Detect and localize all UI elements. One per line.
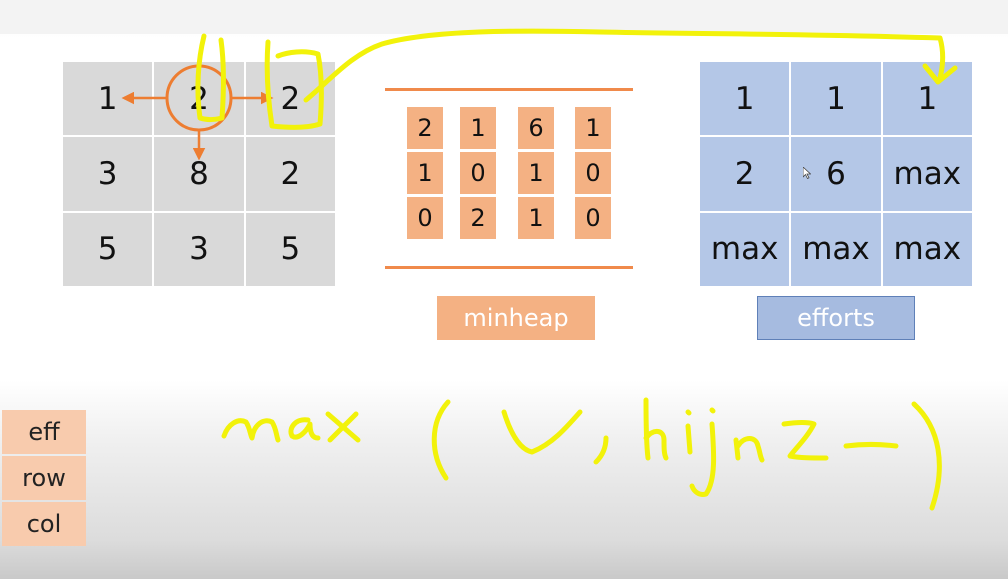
grid-cell: 5 [63, 212, 153, 286]
input-grid: 1 2 2 3 8 2 5 3 5 [63, 62, 335, 286]
legend-row: row [2, 456, 86, 500]
heap-entry: 1 0 0 [575, 107, 611, 239]
heap-cell-col: 0 [407, 197, 443, 239]
efforts-cell: 2 [700, 137, 790, 211]
efforts-grid: 1 1 1 2 6 max max max max [700, 62, 972, 286]
efforts-cell: 1 [700, 62, 790, 136]
handwriting-open-paren [431, 399, 451, 481]
top-band [0, 0, 1008, 34]
handwriting-comma [593, 435, 609, 465]
heap-cell-eff: 6 [518, 107, 554, 149]
heap-cell-eff: 2 [407, 107, 443, 149]
grid-cell: 3 [63, 137, 153, 211]
minheap-label: minheap [437, 296, 595, 340]
heap-cell-eff: 1 [460, 107, 496, 149]
heap-cell-row: 0 [460, 152, 496, 194]
grid-cell: 3 [154, 212, 244, 286]
legend-col: col [2, 502, 86, 546]
marker-curve-to-efforts [303, 28, 946, 103]
heap-entry-legend: eff row col [2, 410, 86, 546]
heap-cell-row: 0 [575, 152, 611, 194]
heap-entry: 6 1 1 [518, 107, 554, 239]
handwriting-i [685, 409, 693, 455]
handwriting-z [781, 420, 829, 461]
heap-bottom-line [385, 266, 633, 269]
efforts-cell: 1 [791, 62, 881, 136]
grid-cell: 2 [245, 137, 335, 211]
mouse-cursor-icon [803, 167, 811, 179]
marker-arrowhead [922, 63, 958, 85]
heap-cell-col: 0 [575, 197, 611, 239]
grid-cell: 8 [154, 137, 244, 211]
heap-cell-col: 2 [460, 197, 496, 239]
handwriting-close-paren [911, 401, 942, 511]
handwriting-j [689, 407, 717, 497]
efforts-cell: max [882, 212, 972, 286]
heap-top-line [385, 88, 633, 91]
yellow-marker-strokes [195, 28, 958, 511]
grid-cell: 5 [245, 212, 335, 286]
heap-entry: 1 0 2 [460, 107, 496, 239]
efforts-cell: max [791, 212, 881, 286]
handwriting-h [643, 397, 669, 461]
efforts-cell: 1 [882, 62, 972, 136]
heap-entry: 2 1 0 [407, 107, 443, 239]
heap-cell-row: 1 [518, 152, 554, 194]
marker-box-center [195, 33, 226, 122]
handwriting-x [325, 411, 361, 443]
heap-cell-row: 1 [407, 152, 443, 194]
efforts-cell: max [700, 212, 790, 286]
heap-cell-col: 1 [518, 197, 554, 239]
efforts-label: efforts [757, 296, 915, 340]
heap-cell-eff: 1 [575, 107, 611, 149]
handwriting-n [733, 436, 765, 463]
marker-box-right [264, 39, 324, 130]
handwriting-m [221, 418, 281, 443]
efforts-cell: max [882, 137, 972, 211]
handwriting-v [501, 409, 583, 455]
handwriting-a [288, 417, 321, 441]
legend-eff: eff [2, 410, 86, 454]
handwriting-dash [843, 442, 899, 449]
